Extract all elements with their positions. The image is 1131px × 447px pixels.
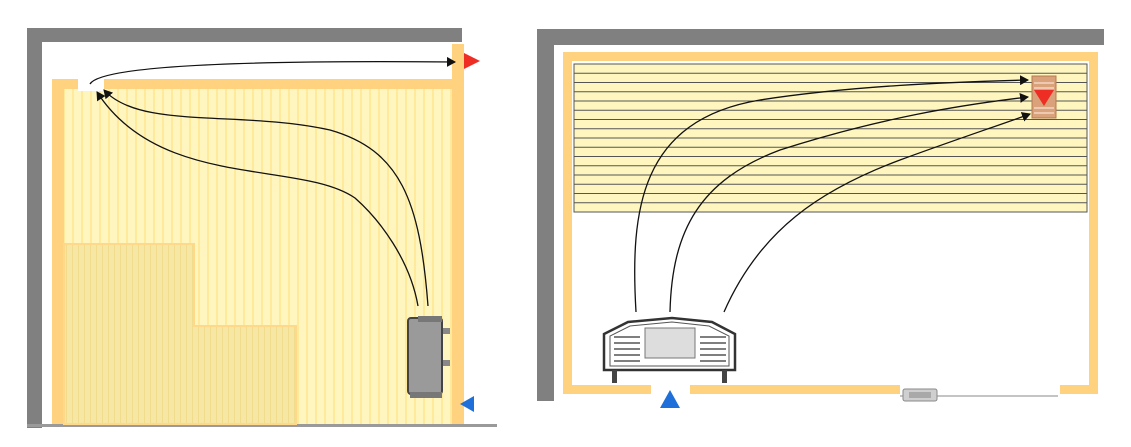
airflow-arrow — [89, 56, 456, 85]
heater-icon — [602, 316, 737, 383]
plan-view — [537, 29, 1104, 408]
airflow-arrow — [723, 112, 1031, 313]
inner-frame-right — [1089, 52, 1098, 394]
air-outlet-marker — [464, 53, 480, 69]
floor-line — [27, 424, 497, 427]
right-wall-post — [452, 44, 464, 422]
ceiling-gap — [78, 79, 104, 91]
bottom-frame-segment — [563, 385, 651, 394]
heater-icon — [407, 316, 450, 398]
outer-wall-left — [27, 28, 42, 428]
outer-wall-left — [537, 29, 554, 401]
bottom-frame-segment — [1060, 385, 1098, 394]
outer-wall-top — [537, 29, 1104, 45]
air-inlet-marker — [660, 390, 680, 408]
door-handle-icon — [900, 388, 1058, 402]
inner-frame-top — [563, 52, 1098, 61]
airflow-arrow — [96, 91, 419, 307]
airflow-arrow — [103, 89, 429, 307]
inner-frame-left — [563, 52, 572, 394]
bench — [63, 243, 297, 425]
airflow-arrow — [669, 92, 1029, 313]
air-inlet-marker — [460, 396, 474, 412]
outer-wall-top — [27, 28, 462, 42]
bench-slats — [573, 63, 1088, 213]
airflow-arrow — [634, 75, 1029, 313]
air-outlet-marker — [1034, 90, 1054, 106]
bottom-frame-segment — [690, 385, 900, 394]
section-view — [27, 28, 497, 428]
